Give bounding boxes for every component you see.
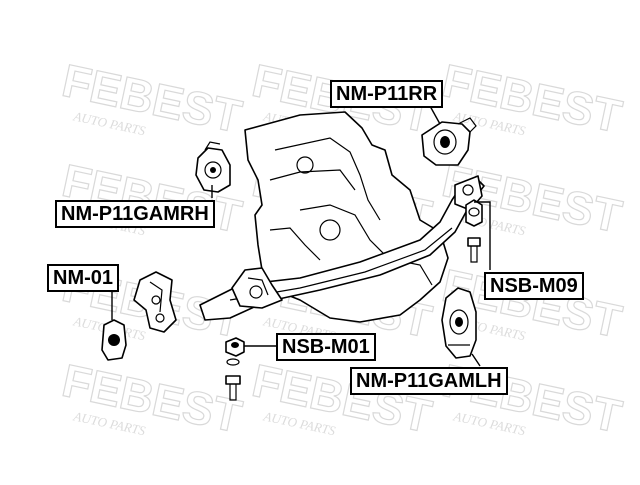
watermark-10: FEBEST AUTO PARTS (57, 353, 247, 443)
leader-nm-p11gamlh (471, 353, 481, 367)
label-nm-01: NM-01 (47, 264, 120, 292)
label-nm-p11gamlh: NM-P11GAMLH (350, 367, 508, 395)
label-nm-p11rr: NM-P11RR (330, 80, 444, 108)
engine-block (244, 111, 449, 323)
leader-nsb-m09 (474, 201, 491, 270)
rear-mount-part (421, 117, 477, 166)
lh-mount-part (441, 287, 477, 359)
watermark-brand: FEBEST (58, 54, 246, 143)
leader-nm-p11rr (429, 105, 441, 125)
label-nm-p11gamrh: NM-P11GAMRH (55, 200, 215, 228)
leader-lines (111, 105, 491, 367)
watermark-brand: FEBEST (58, 354, 246, 443)
watermark-1: FEBEST AUTO PARTS (57, 53, 247, 143)
nm-01-parts (101, 271, 177, 361)
nsb-m01-parts (225, 337, 245, 401)
nsb-m09-parts (465, 199, 483, 263)
label-nsb-m01: NSB-M01 (276, 333, 376, 361)
rh-mount-part (195, 141, 231, 193)
label-nsb-m09: NSB-M09 (484, 272, 584, 300)
subframe (199, 175, 485, 321)
